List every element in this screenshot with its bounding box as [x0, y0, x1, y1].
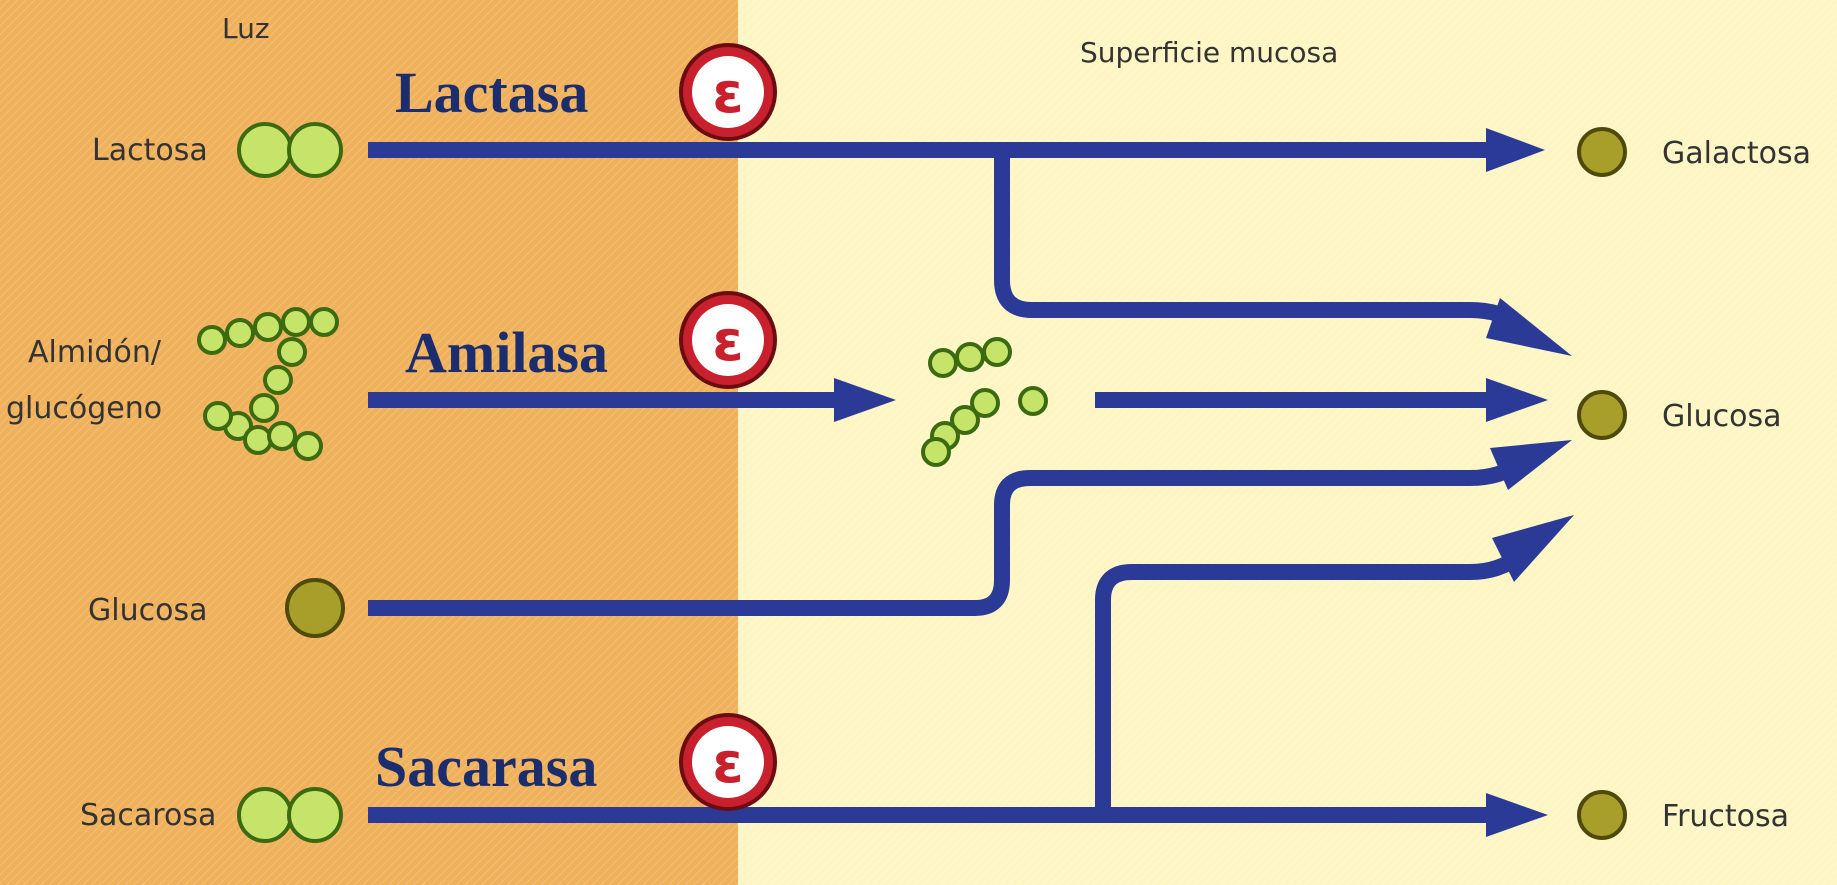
starch-label-line2: glucógeno [6, 391, 162, 426]
fructose-molecule [1579, 792, 1625, 838]
glucose-product-molecule [1579, 392, 1625, 438]
galactose-molecule [1579, 129, 1625, 175]
svg-text:ε: ε [712, 731, 743, 796]
svg-text:ε: ε [712, 309, 743, 374]
svg-text:ε: ε [712, 61, 743, 126]
lactase-enzyme-icon: ε [681, 45, 775, 139]
glucose-substrate-molecule [287, 580, 343, 636]
lumen-label: Luz [222, 12, 270, 45]
starch-label-line1: Almidón/ [28, 335, 162, 370]
lactose-label: Lactosa [92, 133, 208, 168]
mucosa-label: Superficie mucosa [1080, 36, 1338, 69]
sucrase-label: Sacarasa [375, 734, 597, 799]
lactase-label: Lactasa [395, 60, 588, 125]
amylase-label: Amilasa [405, 320, 608, 385]
fructose-label: Fructosa [1662, 799, 1789, 834]
sucrose-label: Sacarosa [80, 798, 216, 833]
glucose-product-label: Glucosa [1662, 399, 1781, 434]
amylase-enzyme-icon: ε [681, 293, 775, 387]
galactose-label: Galactosa [1662, 136, 1811, 171]
glucose-substrate-label: Glucosa [88, 593, 207, 628]
sucrase-enzyme-icon: ε [681, 715, 775, 809]
